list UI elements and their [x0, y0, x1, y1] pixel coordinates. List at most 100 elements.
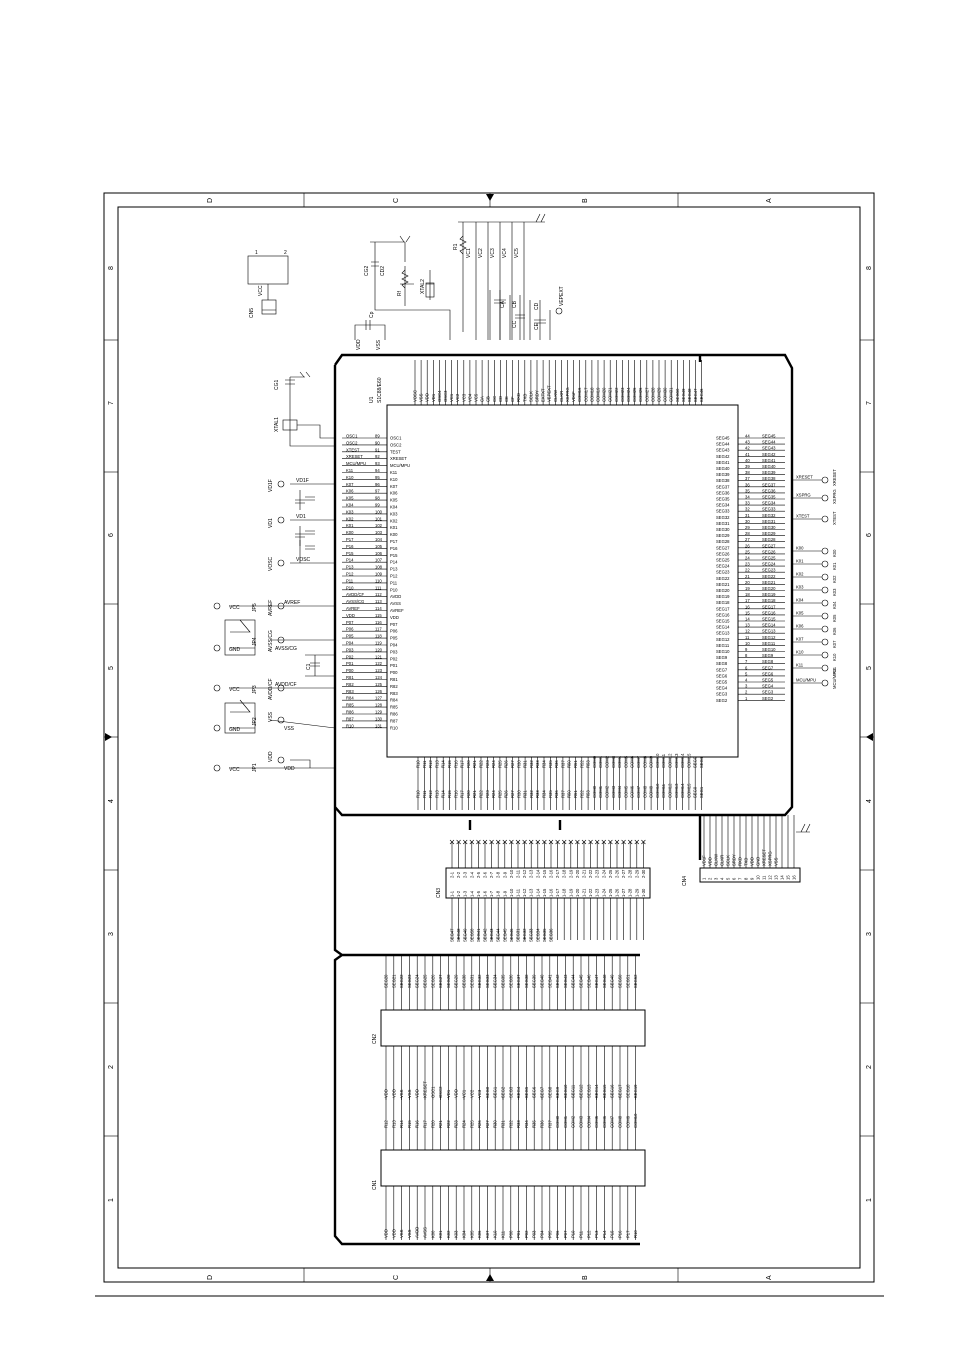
net-label: COM4 — [617, 785, 622, 798]
net-label: SEG33 — [529, 928, 534, 942]
pin-number: 11 — [745, 635, 750, 640]
net-label: SEG4 — [762, 684, 774, 689]
net-label: SEG45 — [579, 974, 584, 988]
test-point[interactable] — [821, 625, 829, 633]
pin-number: 1-1 — [450, 890, 455, 897]
pin-number: 13 — [745, 623, 750, 628]
pin-name: COM21 — [608, 387, 613, 402]
net-label: SEG28 — [446, 974, 451, 988]
pin-name: COM22 — [614, 387, 619, 402]
net-label: VC3 — [477, 1089, 482, 1098]
test-point[interactable] — [821, 476, 829, 484]
gnd2-test-point[interactable] — [213, 724, 221, 732]
net-label: XRESET — [796, 475, 813, 480]
test-point[interactable] — [821, 586, 829, 594]
avref-test-point[interactable] — [277, 602, 285, 610]
net-label: R15 — [407, 1120, 412, 1128]
net-label: VDD — [384, 1229, 389, 1238]
u1-part: S1C88/E60 — [377, 377, 383, 403]
net-label: SEG42 — [762, 452, 776, 457]
test-point[interactable] — [821, 547, 829, 555]
test-point-label: K00 — [832, 549, 837, 557]
pin-name: OSC3 — [443, 390, 448, 402]
net-label: K04 — [796, 598, 804, 603]
test-point[interactable] — [821, 664, 829, 672]
zone-number: 1 — [866, 1198, 873, 1202]
test-point[interactable] — [821, 494, 829, 502]
no-connect — [456, 839, 461, 845]
vosc-test-point[interactable] — [277, 559, 285, 567]
test-point-label: K05 — [832, 614, 837, 622]
net-label: R20 — [466, 790, 471, 798]
pin-name: R13 — [434, 760, 439, 768]
avsscg-test-point[interactable] — [277, 636, 285, 644]
pin-number: 115 — [375, 613, 382, 618]
pin-name: COM0 — [592, 755, 597, 768]
net-label: SEG20 — [384, 974, 389, 988]
pin-name: SEG28 — [716, 539, 730, 544]
svg-text:VDD: VDD — [284, 766, 295, 772]
zone-letter: A — [766, 198, 773, 203]
net-label: SEG6 — [532, 1086, 537, 1098]
test-point[interactable] — [821, 599, 829, 607]
net-label: CLKW — [714, 854, 719, 866]
pin-number: 96 — [375, 482, 380, 487]
pin-number: 97 — [375, 489, 380, 494]
pin-name: SCLK — [528, 391, 533, 402]
test-point[interactable] — [821, 560, 829, 568]
vcc3-test-point[interactable] — [213, 764, 221, 772]
vd1-test-point[interactable] — [277, 516, 285, 524]
vepext-test-point[interactable] — [555, 307, 563, 315]
pin-number: 2-23 — [595, 869, 600, 878]
vdd-test-point[interactable] — [277, 756, 285, 764]
test-point[interactable] — [821, 612, 829, 620]
net-label: K10 — [346, 475, 354, 480]
svg-text:AVREF: AVREF — [284, 600, 300, 606]
pin-number: 92 — [375, 454, 380, 459]
net-label: VSS — [407, 1089, 412, 1098]
gnd1-test-point[interactable] — [213, 644, 221, 652]
avddcf-test-point[interactable] — [277, 684, 285, 692]
test-point[interactable] — [821, 651, 829, 659]
net-label: SEG29 — [762, 531, 776, 536]
zone-letter: C — [393, 198, 400, 203]
net-label: K01 — [796, 559, 804, 564]
pin-name: AVDD — [390, 594, 401, 599]
no-connect — [548, 839, 554, 845]
pin-name: P06 — [390, 629, 398, 634]
net-label: SEG50 — [469, 928, 474, 942]
pin-number: 31 — [745, 513, 750, 518]
net-label: SEG49 — [463, 928, 468, 942]
net-label: SEG20 — [762, 586, 776, 591]
net-label: R21 — [438, 1120, 443, 1128]
vss-test-point[interactable] — [277, 716, 285, 724]
test-point[interactable] — [821, 679, 829, 687]
net-label: R35 — [548, 790, 553, 798]
test-point[interactable] — [821, 638, 829, 646]
test-point[interactable] — [821, 515, 829, 523]
net-label: SEG1 — [493, 1086, 498, 1098]
vd1f-test-point[interactable] — [277, 480, 285, 488]
net-label: P04 — [346, 641, 354, 646]
net-label: GND — [756, 857, 761, 866]
test-point[interactable] — [821, 573, 829, 581]
net-label: P15 — [346, 551, 354, 556]
pin-number: 100 — [375, 509, 383, 514]
net-label: K05 — [469, 1230, 474, 1238]
pin-name: R85 — [390, 705, 398, 710]
net-label: K06 — [796, 624, 804, 629]
pin-name: SEG40 — [716, 466, 730, 471]
pin-number: 1-27 — [621, 888, 626, 897]
net-label: R20 — [430, 1120, 435, 1128]
net-label: COM3 — [611, 785, 616, 798]
pin-number: 116 — [375, 620, 382, 625]
net-label: COM12 — [668, 783, 673, 798]
net-label: P05 — [547, 1230, 552, 1238]
pin-number: 8 — [745, 653, 748, 658]
vcc1-test-point[interactable] — [213, 602, 221, 610]
pin-number: 43 — [745, 440, 750, 445]
net-label: SEG23 — [762, 568, 776, 573]
vcc2-test-point[interactable] — [213, 684, 221, 692]
